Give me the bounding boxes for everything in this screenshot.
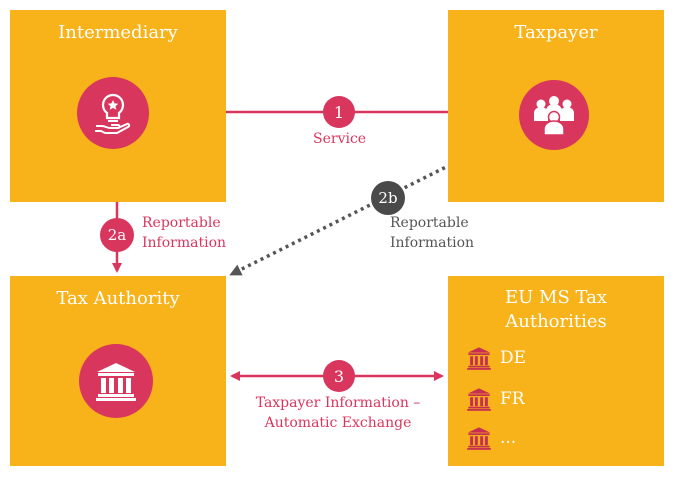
taxpayer-icon-circle (519, 80, 589, 150)
lightbulb-hand-icon (95, 93, 131, 134)
country-label: DE (500, 348, 527, 368)
reportable-2a-label-line2: Information (142, 235, 227, 251)
people-group-icon (534, 96, 574, 135)
taxpayer-title: Taxpayer (514, 22, 598, 43)
reportable-2b-label-line2: Information (390, 235, 475, 251)
exchange-label-line2: Automatic Exchange (264, 415, 412, 431)
taxpayer-box: Taxpayer (448, 10, 664, 202)
bank-building-icon (467, 347, 491, 370)
country-row: DE (466, 346, 526, 370)
service-badge: 1 (323, 96, 355, 128)
exchange-badge: 3 (323, 360, 355, 392)
bank-building-icon (96, 363, 136, 401)
tax-authority-icon-circle (79, 344, 153, 418)
exchange-label-line1: Taxpayer Information – (255, 395, 421, 411)
eu-ms-box: EU MS Tax Authorities DE FR (448, 276, 664, 466)
reportable-2b-label-line1: Reportable (390, 215, 469, 231)
reportable-2a-badge: 2a (100, 218, 134, 252)
service-label: Service (313, 131, 367, 147)
reportable-2b-arrow (229, 128, 521, 276)
intermediary-title: Intermediary (58, 22, 178, 43)
intermediary-icon-circle (77, 77, 149, 149)
bank-building-icon (467, 388, 491, 411)
country-row: FR (466, 387, 525, 411)
country-label: ... (500, 428, 517, 448)
country-label: FR (500, 389, 525, 409)
tax-authority-title: Tax Authority (56, 288, 180, 309)
country-row: ... (466, 426, 516, 450)
eu-ms-title-line2: Authorities (505, 311, 607, 332)
bank-building-icon (467, 427, 491, 450)
reportable-2b-badge: 2b (371, 181, 405, 215)
reportable-2a-label-line1: Reportable (142, 215, 221, 231)
eu-ms-title-line1: EU MS Tax (504, 287, 607, 308)
